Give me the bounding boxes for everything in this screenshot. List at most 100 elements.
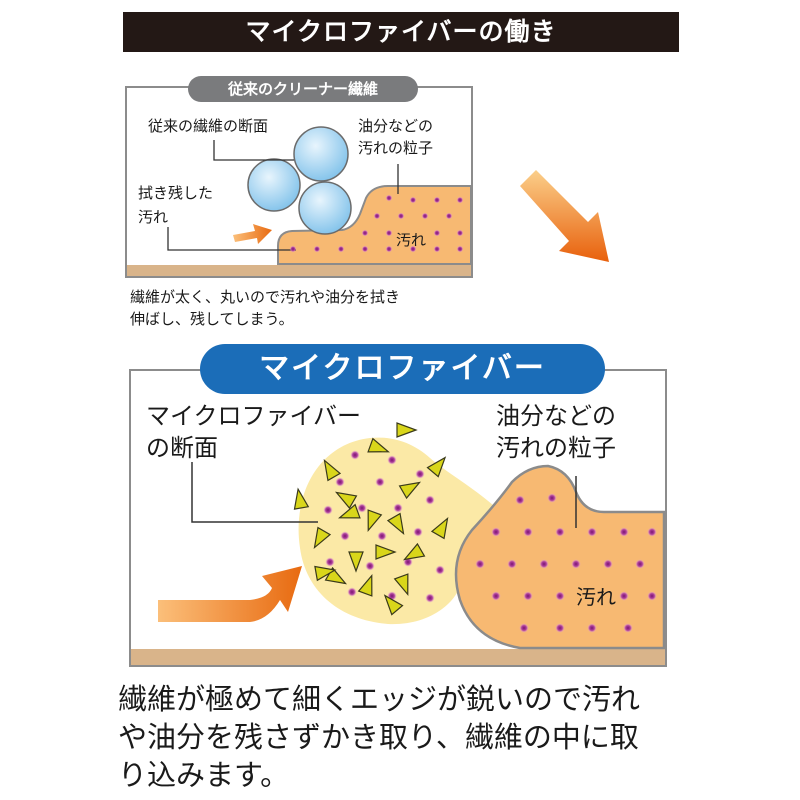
- microfiber-panel: [129, 344, 667, 667]
- particle-dot: [421, 212, 429, 220]
- conventional-dirt: [277, 185, 472, 265]
- particle-dot: [337, 245, 345, 253]
- particle-dot: [289, 245, 297, 253]
- particle-dot: [335, 477, 345, 487]
- microfiber-caption-line3: り込みます。: [118, 758, 290, 792]
- push-arrow-large: [158, 566, 302, 622]
- microfiber-dirt: [454, 464, 666, 650]
- fiber-spike: [367, 437, 390, 453]
- particle-dot: [323, 505, 333, 515]
- particle-dot: [603, 559, 613, 569]
- fiber-spike: [386, 512, 405, 536]
- particle-dot: [425, 495, 435, 505]
- particle-dot: [491, 591, 501, 601]
- particle-dot: [350, 450, 360, 460]
- particle-dot: [647, 591, 657, 601]
- particle-dot: [623, 623, 633, 633]
- particle-dot: [409, 245, 417, 253]
- conventional-panel: [125, 76, 473, 278]
- conventional-tab-label: 従来のクリーナー繊維: [227, 80, 378, 98]
- microfiber-cross-section: [298, 437, 494, 625]
- particle-dot: [433, 245, 441, 253]
- push-arrow-small: [233, 224, 272, 244]
- particle-dot: [433, 229, 441, 237]
- conventional-caption-line1: 繊維が太く、丸いので汚れや油分を拭き: [130, 288, 401, 306]
- particle-dot: [415, 469, 425, 479]
- micro-particles-label-line1: 油分などの: [496, 402, 616, 430]
- particle-dot: [325, 557, 335, 567]
- particle-dot: [433, 196, 441, 204]
- particle-dot: [523, 591, 533, 601]
- fiber-spike: [323, 458, 342, 482]
- particle-dot: [347, 587, 357, 597]
- fiber-spike: [293, 487, 310, 510]
- fiber-spike: [348, 551, 364, 573]
- particle-dot: [385, 229, 393, 237]
- particle-dot: [587, 623, 597, 633]
- fiber-spike: [393, 573, 409, 596]
- fiber-spike: [430, 516, 449, 540]
- title-bar: [123, 12, 679, 52]
- micro-particles-label-line2: 汚れの粒子: [496, 434, 616, 462]
- fiber-spike: [334, 491, 358, 510]
- particle-dot: [507, 559, 517, 569]
- particle-dot: [435, 565, 445, 575]
- microfiber-tab: [200, 344, 605, 394]
- particle-dot: [397, 212, 405, 220]
- fiber-spike: [314, 565, 337, 582]
- fiber-circle: [293, 126, 349, 182]
- microfiber-caption: 繊維が極めて細くエッジが鋭いので汚れ や油分を残さずかき取り、繊維の中に取 り込…: [118, 680, 798, 794]
- fiber-spike: [313, 526, 332, 550]
- fiber-spike: [402, 542, 426, 561]
- particle-dot: [373, 212, 381, 220]
- particle-dot: [475, 559, 485, 569]
- particle-dot: [587, 527, 597, 537]
- fiber-spike: [367, 509, 383, 532]
- particle-dot: [385, 194, 393, 202]
- microfiber-tab-label: マイクロファイバー: [259, 351, 546, 386]
- particle-dot: [313, 245, 321, 253]
- fiber-spike: [357, 574, 373, 597]
- microfiber-dirt-label: 汚れ: [576, 585, 616, 609]
- fiber-spike: [426, 456, 447, 478]
- particle-dot: [519, 623, 529, 633]
- fiber-spike: [338, 503, 361, 519]
- particle-dot: [361, 229, 369, 237]
- particle-dot: [523, 527, 533, 537]
- particle-dot: [357, 503, 367, 513]
- residue-label-line1: 拭き残した: [138, 184, 214, 202]
- fiber-spike: [396, 422, 418, 438]
- particle-dot: [409, 196, 417, 204]
- particle-dot: [456, 196, 464, 204]
- conventional-tab: [188, 76, 418, 102]
- particle-dot: [361, 245, 369, 253]
- microfiber-ground: [131, 649, 665, 665]
- down-arrow: [520, 170, 609, 262]
- particle-dot: [555, 527, 565, 537]
- particles-label-line2: 汚れの粒子: [358, 139, 434, 157]
- particle-dot: [539, 559, 549, 569]
- particle-dot: [375, 477, 385, 487]
- fiber-label: 従来の繊維の断面: [148, 117, 269, 135]
- particle-dot: [555, 623, 565, 633]
- conventional-caption-line2: 伸ばし、残してしまう。: [130, 310, 294, 328]
- particle-dot: [491, 527, 501, 537]
- particle-dot: [619, 527, 629, 537]
- particle-dot: [555, 591, 565, 601]
- particle-dot: [365, 561, 375, 571]
- microfiber-particles: [323, 450, 657, 633]
- particle-dot: [340, 531, 350, 541]
- fiber-spike: [375, 544, 397, 560]
- particle-dot: [413, 527, 423, 537]
- conventional-caption: 繊維が太く、丸いので汚れや油分を拭き 伸ばし、残してしまう。: [130, 286, 650, 330]
- particle-dot: [635, 559, 645, 569]
- particle-dot: [393, 503, 403, 513]
- microfiber-caption-line1: 繊維が極めて細くエッジが鋭いので汚れ: [118, 682, 641, 716]
- particle-dot: [377, 531, 387, 541]
- page-title: マイクロファイバーの働き: [245, 17, 557, 46]
- particle-dot: [547, 493, 557, 503]
- leader-line: [213, 140, 294, 161]
- particle-dot: [456, 229, 464, 237]
- particle-dot: [456, 245, 464, 253]
